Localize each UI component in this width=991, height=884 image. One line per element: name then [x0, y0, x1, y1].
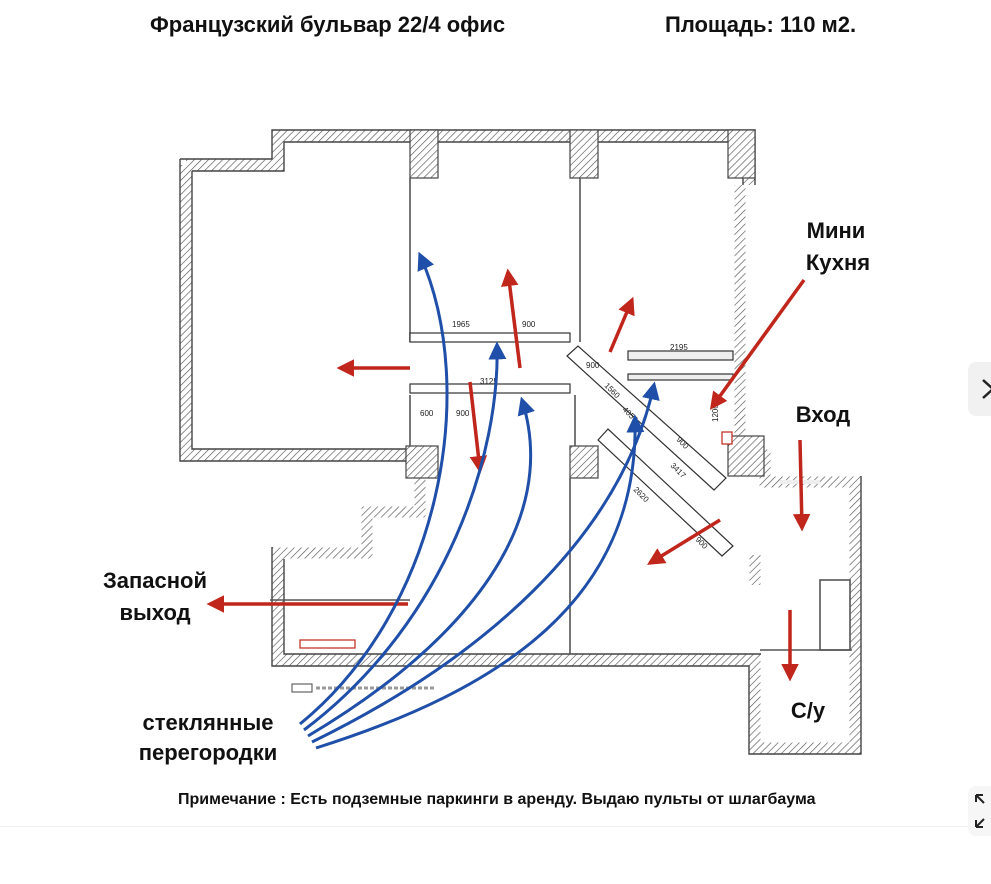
svg-text:1965: 1965 — [452, 320, 470, 329]
address-title: Французский бульвар 22/4 офис — [150, 12, 506, 37]
interior-walls — [270, 178, 852, 654]
area-title: Площадь: 110 м2. — [665, 12, 857, 37]
columns — [405, 129, 765, 479]
svg-text:2620: 2620 — [632, 485, 651, 504]
svg-text:600: 600 — [420, 409, 434, 418]
wc-label: С/у — [791, 698, 826, 723]
svg-text:1200: 1200 — [711, 404, 720, 422]
svg-text:900: 900 — [522, 320, 536, 329]
chevron-right-icon — [982, 379, 991, 399]
emergency-exit-label-2: выход — [119, 600, 190, 625]
svg-text:2195: 2195 — [670, 343, 688, 352]
viewer-bottom-strip — [0, 826, 991, 884]
fullscreen-button[interactable] — [968, 786, 991, 836]
expand-icon — [975, 794, 985, 828]
kitchen-label: Мини — [807, 218, 866, 243]
kitchen-label-2: Кухня — [806, 250, 870, 275]
next-image-button[interactable] — [968, 362, 991, 416]
blue-arrows — [299, 251, 660, 750]
emergency-exit-label: Запасной — [103, 568, 207, 593]
entrance-label: Вход — [796, 402, 850, 427]
room-labels: Мини Кухня Вход Запасной выход стеклянны… — [103, 218, 870, 765]
glass-partitions-label-2: перегородки — [139, 740, 278, 765]
svg-text:900: 900 — [586, 361, 600, 370]
legend-swatch — [291, 683, 313, 693]
svg-text:3125: 3125 — [480, 377, 498, 386]
svg-text:900: 900 — [456, 409, 470, 418]
glass-partitions-label: стеклянные — [143, 710, 274, 735]
floor-plan: 1965 900 3125 600 900 2195 900 1560 4050… — [103, 129, 870, 765]
red-arrows — [206, 268, 811, 682]
parking-note: Примечание : Есть подземные паркинги в а… — [178, 791, 816, 808]
floor-plan-image: Французский бульвар 22/4 офис Площадь: 1… — [102, 12, 871, 808]
outer-walls — [180, 130, 861, 754]
